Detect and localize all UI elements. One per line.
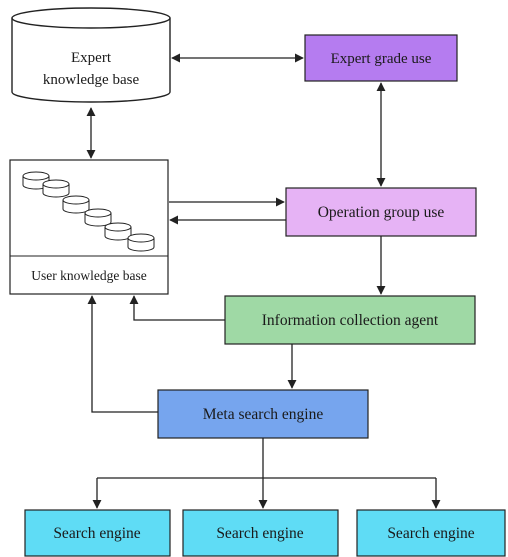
operation-group-use-node: Operation group use [285,187,477,237]
edge-meta-search-to-user-kb [87,295,158,413]
database-cylinder-icon [127,233,155,252]
expert-knowledge-base-cylinder-top [11,7,171,29]
edge-info-agent-to-user-kb [129,295,225,321]
information-collection-agent-box [224,295,476,345]
user-knowledge-base-box [9,159,169,295]
user-knowledge-base-node: User knowledge base [9,159,169,295]
search-engine-node-1: Search engine [24,509,171,557]
meta-search-engine-label: Meta search engine [203,406,324,423]
expert-knowledge-base-node: Expert knowledge base [11,7,171,103]
expert-grade-use-node: Expert grade use [304,34,458,82]
database-cylinder-icon [104,222,132,241]
search-engine-node-2: Search engine [182,509,339,557]
search-engine-box-3 [356,509,506,557]
connectors [86,53,441,509]
operation-group-use-label: Operation group use [318,204,445,221]
information-collection-agent-node: Information collection agent [224,295,476,345]
expert-knowledge-base-label-line1: Expert [71,50,112,66]
search-engine-node-3: Search engine [356,509,506,557]
expert-knowledge-base-cylinder [11,18,171,103]
database-cylinder-icon [42,179,70,198]
database-stack-icon [22,171,155,252]
user-knowledge-base-label: User knowledge base [31,268,146,283]
expert-knowledge-base-label-line2: knowledge base [43,72,140,88]
database-cylinder-icon [62,195,90,214]
expert-grade-use-label: Expert grade use [331,51,432,67]
meta-search-engine-box [157,389,369,439]
database-cylinder-icon [84,208,112,227]
search-engine-label-3: Search engine [387,525,474,542]
expert-grade-use-box [304,34,458,82]
information-collection-agent-label: Information collection agent [262,312,439,329]
search-engine-label-1: Search engine [53,525,140,542]
search-engine-label-2: Search engine [216,525,303,542]
search-engine-box-2 [182,509,339,557]
meta-search-engine-node: Meta search engine [157,389,369,439]
search-engine-box-1 [24,509,171,557]
